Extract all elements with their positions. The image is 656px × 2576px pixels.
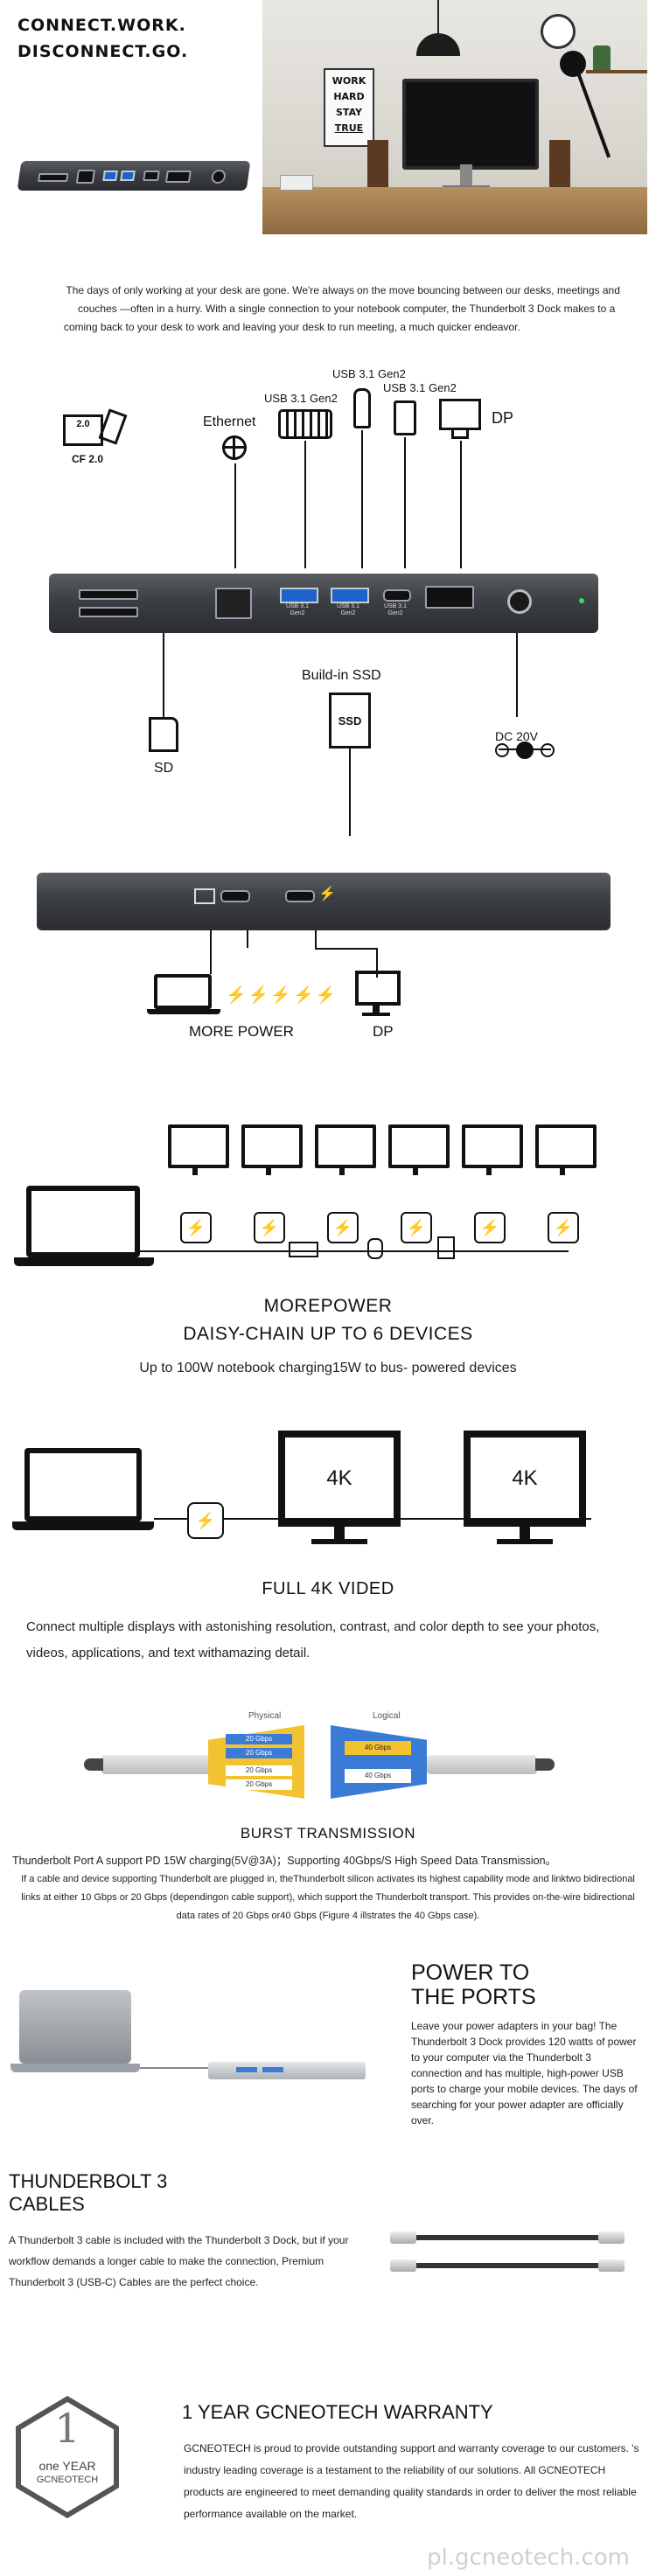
warranty-body: GCNEOTECH is proud to provide outstandin… — [184, 2442, 639, 2520]
cables-section: THUNDERBOLT 3 CABLES A Thunderbolt 3 cab… — [0, 2170, 656, 2328]
desk — [262, 187, 647, 234]
physical-label: Physical — [248, 1711, 282, 1721]
dp-monitor-icon — [439, 399, 481, 430]
daisy-title-1: MOREPOWER — [263, 1296, 393, 1316]
dock-back-view: ⚡ — [37, 873, 611, 930]
mouse-icon — [367, 1238, 383, 1259]
burst-section: Physical Logical 20 Gbps 20 Gbps 20 Gbps… — [0, 1692, 656, 1954]
burst-title: BURST TRANSMISSION — [240, 1825, 416, 1841]
chain-monitor-1 — [168, 1124, 229, 1175]
warranty-title: 1 YEAR GCNEOTECH WARRANTY — [182, 2401, 493, 2423]
power-body: Leave your power adapters in your bag! T… — [411, 2020, 638, 2127]
intro-text-right: on the move bouncing between our desks, … — [357, 284, 620, 333]
poster: WORK HARD STAY TRUE — [324, 68, 374, 147]
dock-product-image — [17, 161, 251, 191]
fourk-body: Connect multiple displays with astonishi… — [26, 1619, 600, 1660]
back-monitor-icon — [355, 971, 401, 1006]
burst-small-text: If a cable and device supporting Thunder… — [21, 1874, 635, 1921]
fourk-tb-hub: ⚡ — [187, 1502, 224, 1539]
back-ports-section: ⚡ ⚡⚡⚡⚡⚡ MORE POWER DP — [0, 831, 656, 1093]
warranty-badge-line1: one YEAR — [38, 2459, 96, 2473]
hero-desk-photo: WORK HARD STAY TRUE — [262, 0, 647, 234]
ethernet-label: Ethernet — [203, 414, 256, 429]
wall-clock — [541, 14, 576, 49]
usb-stick-icon — [353, 388, 371, 428]
tb-hub-1: ⚡ — [180, 1212, 212, 1243]
chain-laptop-icon — [26, 1186, 140, 1257]
hard-drive-icon — [394, 400, 416, 435]
power-laptop-image — [19, 1990, 131, 2064]
sd-card-icon — [149, 717, 178, 752]
fourk-section: ⚡ 4K 4K FULL 4K VIDED Connect multiple d… — [0, 1408, 656, 1688]
chain-monitor-3 — [315, 1124, 376, 1175]
drive-small-icon — [437, 1236, 455, 1259]
warranty-badge-number: 1 — [54, 2405, 80, 2452]
intro-text-left: The days of only working at your desk ar… — [63, 284, 354, 333]
fourk-laptop-icon — [24, 1448, 142, 1521]
desk-monitor — [402, 79, 539, 170]
dc-label: DC 20V — [495, 729, 539, 743]
tb-hub-4: ⚡ — [401, 1212, 432, 1243]
chain-monitor-5 — [462, 1124, 523, 1175]
burst-line1: Thunderbolt Port A support PD 15W chargi… — [12, 1855, 557, 1867]
fourk-monitor-a: 4K — [278, 1431, 401, 1527]
fourk-title: FULL 4K VIDED — [262, 1579, 394, 1598]
tb-hub-3: ⚡ — [327, 1212, 359, 1243]
tb-hub-5: ⚡ — [474, 1212, 506, 1243]
power-chain-icons: ⚡⚡⚡⚡⚡ — [226, 986, 338, 1005]
usb-c1-label: USB 3.1 Gen2 — [332, 367, 406, 380]
cables-title: THUNDERBOLT 3 CABLES — [9, 2170, 168, 2215]
watermark: pl.gcneotech.com — [427, 2545, 630, 2571]
tb-cable-left — [101, 1755, 212, 1774]
chain-monitor-2 — [241, 1124, 303, 1175]
desk-lamp — [560, 51, 586, 77]
lane-diagram: 20 Gbps 20 Gbps 20 Gbps 20 Gbps 40 Gbps … — [208, 1725, 427, 1799]
power-dock-image — [208, 2062, 366, 2079]
tb-hub-2: ⚡ — [254, 1212, 285, 1243]
ssd-title: Build-in SSD — [302, 668, 381, 683]
daisy-subtitle: Up to 100W notebook charging15W to bus- … — [139, 1361, 517, 1375]
fourk-monitor-b: 4K — [464, 1431, 586, 1527]
cable-image-1 — [394, 2235, 621, 2240]
power-section: POWER TO THE PORTS Leave your power adap… — [0, 1959, 656, 2169]
warranty-section: 1 one YEAR GCNEOTECH 1 YEAR GCNEOTECH WA… — [0, 2375, 656, 2576]
cable-image-2 — [394, 2263, 621, 2268]
daisy-chain-section: ⚡ ⚡ ⚡ ⚡ ⚡ ⚡ MOREPOWER DAISY-CHAIN UP TO … — [0, 1102, 656, 1390]
logical-label: Logical — [373, 1711, 401, 1721]
power-title: POWER TO THE PORTS — [411, 1960, 536, 2009]
more-power-label: MORE POWER — [189, 1023, 294, 1040]
laptop-icon — [154, 974, 212, 1009]
chain-monitor-6 — [535, 1124, 597, 1175]
usb-c2-label: USB 3.1 Gen2 — [383, 381, 457, 394]
pendant-lamp — [416, 33, 460, 56]
ssd-chip-icon: SSD — [329, 693, 371, 748]
hero-title: CONNECT.WORK. DISCONNECT.GO. — [17, 16, 189, 61]
front-ports-section: 2.0 CF 2.0 Ethernet USB 3.1 Gen2 USB 3.1… — [0, 350, 656, 836]
cf-label: CF 2.0 — [72, 453, 104, 465]
warranty-badge-line2: GCNEOTECH — [36, 2475, 99, 2485]
back-dp-label: DP — [373, 1023, 394, 1040]
cf-card-icon: 2.0 — [63, 414, 103, 446]
keyboard-small-icon — [289, 1242, 318, 1257]
keyboard-icon — [278, 409, 332, 439]
sd-label: SD — [154, 761, 174, 776]
dp-label: DP — [492, 409, 514, 427]
chain-monitor-4 — [388, 1124, 450, 1175]
usb-a-label: USB 3.1 Gen2 — [264, 392, 338, 405]
daisy-title-2: DAISY-CHAIN UP TO 6 DEVICES — [183, 1324, 473, 1344]
dock-front-view: USB 3.1 Gen2 USB 3.1 Gen2 USB 3.1 Gen2 — [49, 574, 598, 633]
cables-body: A Thunderbolt 3 cable is included with t… — [9, 2234, 349, 2288]
tb-hub-6: ⚡ — [548, 1212, 579, 1243]
